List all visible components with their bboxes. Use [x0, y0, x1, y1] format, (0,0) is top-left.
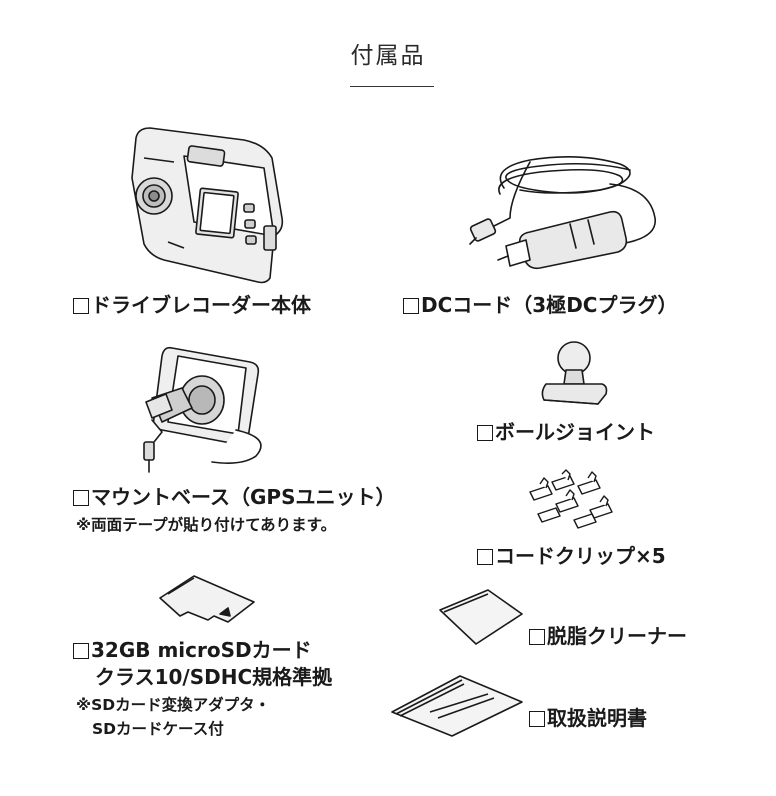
manual-label: 取扱説明書 — [529, 706, 647, 730]
cleaner-image — [436, 586, 526, 648]
ball-joint-label: ボールジョイント — [477, 420, 655, 444]
cord-clip-label: コードクリップ×5 — [477, 544, 666, 568]
page-title: 付属品 — [350, 43, 426, 69]
recorder-label: ドライブレコーダー本体 — [73, 293, 311, 317]
checkbox-icon — [477, 549, 493, 565]
ball-joint-image — [536, 340, 616, 410]
sd-card-note-line2: SDカードケース付 — [92, 720, 224, 738]
dc-cord-label: DCコード（3極DCプラグ） — [403, 293, 677, 317]
title-underline — [350, 86, 434, 87]
sd-card-label-line2: クラス10/SDHC規格準拠 — [95, 665, 333, 689]
cleaner-label: 脱脂クリーナー — [529, 624, 687, 648]
sd-card-label-line1: 32GB microSDカード — [73, 638, 312, 662]
checkbox-icon — [73, 490, 89, 506]
dc-cord-image — [470, 148, 670, 280]
manual-image — [390, 672, 526, 738]
checkbox-icon — [529, 711, 545, 727]
sd-card-note-line1: ※SDカード変換アダプタ・ — [76, 696, 271, 714]
sd-card-image — [158, 572, 258, 628]
checkbox-icon — [73, 643, 89, 659]
mount-base-image — [132, 338, 272, 478]
cord-clip-image — [526, 472, 626, 534]
drive-recorder-image — [124, 118, 294, 288]
checkbox-icon — [403, 298, 419, 314]
mount-base-label: マウントベース（GPSユニット） — [73, 485, 395, 509]
checkbox-icon — [73, 298, 89, 314]
checkbox-icon — [529, 629, 545, 645]
mount-base-note: ※両面テープが貼り付けてあります。 — [76, 516, 337, 534]
checkbox-icon — [477, 425, 493, 441]
